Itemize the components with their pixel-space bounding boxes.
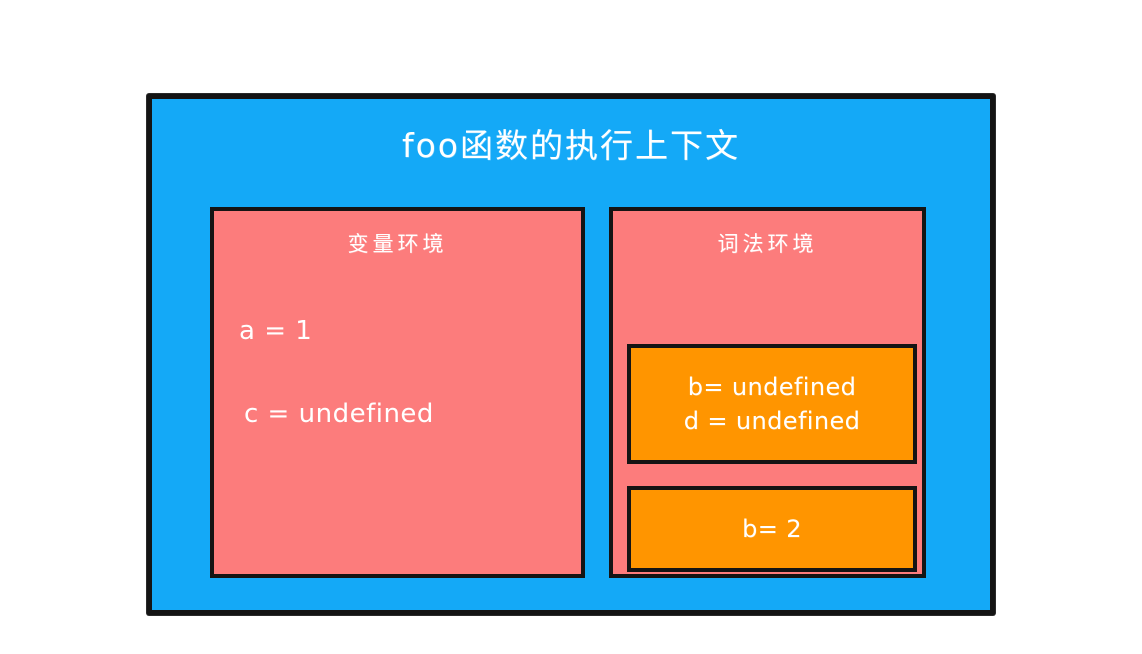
lexical-binding-box-assigned: b= 2: [627, 486, 917, 572]
lexical-binding-box-undefined: b= undefined d = undefined: [627, 344, 917, 464]
variable-environment-panel: 变量环境 a = 1 c = undefined: [210, 207, 585, 578]
variable-entry-c: c = undefined: [244, 399, 434, 429]
lexical-binding-b-undefined: b= undefined: [687, 372, 857, 401]
execution-context-box: foo函数的执行上下文 变量环境 a = 1 c = undefined 词法环…: [147, 94, 995, 615]
lexical-binding-b-value: b= 2: [742, 514, 802, 543]
lexical-environment-panel: 词法环境 b= undefined d = undefined b= 2: [609, 207, 926, 578]
lexical-environment-title: 词法环境: [717, 232, 818, 256]
variable-environment-title: 变量环境: [347, 232, 448, 256]
variable-entry-a: a = 1: [239, 316, 313, 346]
lexical-binding-d-undefined: d = undefined: [683, 407, 861, 435]
execution-context-title: foo函数的执行上下文: [402, 126, 740, 165]
